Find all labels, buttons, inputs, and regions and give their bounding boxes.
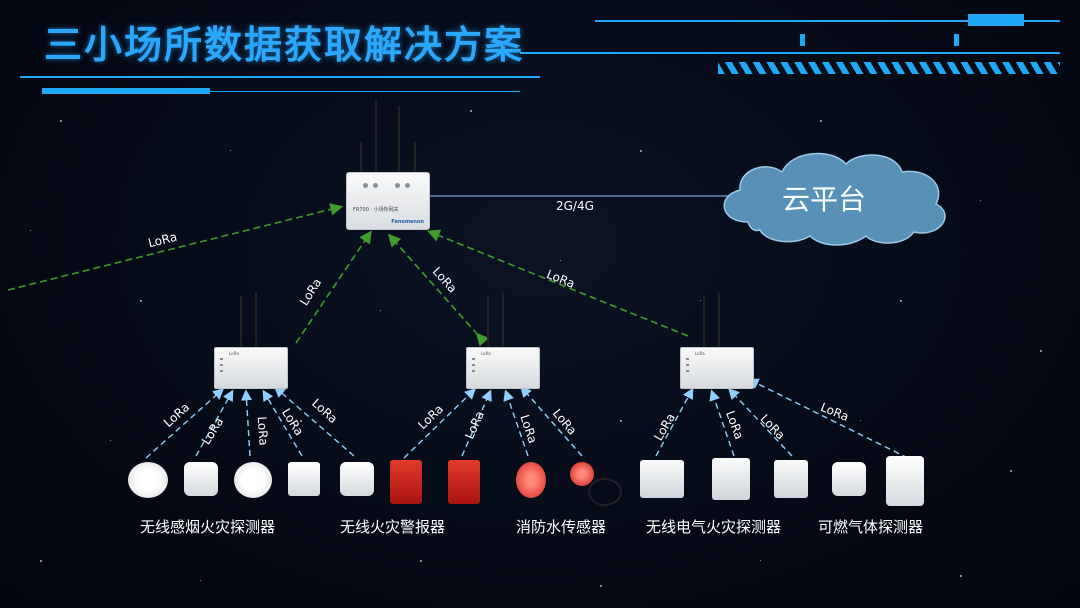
fire-alarm-icon [448,460,480,504]
header-line-top [595,20,1060,22]
fire-alarm-icon [390,460,422,504]
gateway-antenna [360,142,362,172]
gateway-antenna [398,106,400,172]
cloud-shape [723,152,946,246]
header-stripes [718,62,1060,74]
page-title: 三小场所数据获取解决方案 [44,23,525,67]
gateway-device: FR700 · 小场所网关 Fenomenon [346,172,430,230]
gas-detector-icon [832,462,866,496]
header-bar-under [42,88,210,94]
gateway-model-text: FR700 · 小场所网关 [353,207,399,213]
lora-link-module-3 [427,229,689,337]
smoke-detector-icon [234,462,272,498]
group-label-alarm: 无线火灾警报器 [340,518,446,536]
water-sensor-icon [516,462,546,498]
lora-label: LoRa [254,415,271,447]
electrical-detector-icon [712,458,750,500]
header-tick-1 [800,34,805,46]
lora-link-external [7,203,344,291]
relay-module-3: LoRa [680,347,754,389]
gateway-antenna [414,142,416,172]
smoke-detector-icon [128,462,168,498]
group-label-smoke: 无线感烟火灾探测器 [140,518,276,536]
electrical-detector-icon [640,460,684,498]
module-antenna [255,292,257,348]
lora-link-module-1 [295,230,372,344]
header-line-under [20,76,540,78]
cloud-platform-label: 云平台 [782,183,867,216]
module-antenna [487,296,489,348]
module-antenna [703,296,705,348]
group-label-water: 消防水传感器 [516,518,607,536]
header-tick-2 [954,34,959,46]
electrical-detector-icon [774,460,808,498]
relay-module-2: LoRa [466,347,540,389]
relay-module-1: LoRa [214,347,288,389]
header-line-mid [520,52,1060,54]
group-label-gas: 可燃气体探测器 [818,518,924,536]
module-antenna [502,292,504,348]
header-line-under-2 [210,91,520,92]
uplink-label: 2G/4G [556,199,594,213]
sensor-cable [588,478,622,506]
smoke-detector-icon [288,462,320,496]
smoke-detector-icon [184,462,218,496]
header-bar-top [968,14,1024,26]
gas-detector-icon [886,456,924,506]
module-antenna [718,292,720,348]
gateway-brand: Fenomenon [391,219,424,225]
group-label-electrical: 无线电气火灾探测器 [646,518,782,536]
gateway-antenna [375,100,377,172]
water-sensor-icon [570,462,594,486]
smoke-detector-icon [340,462,374,496]
lora-link-module-2 [387,233,490,347]
module-antenna [240,296,242,348]
